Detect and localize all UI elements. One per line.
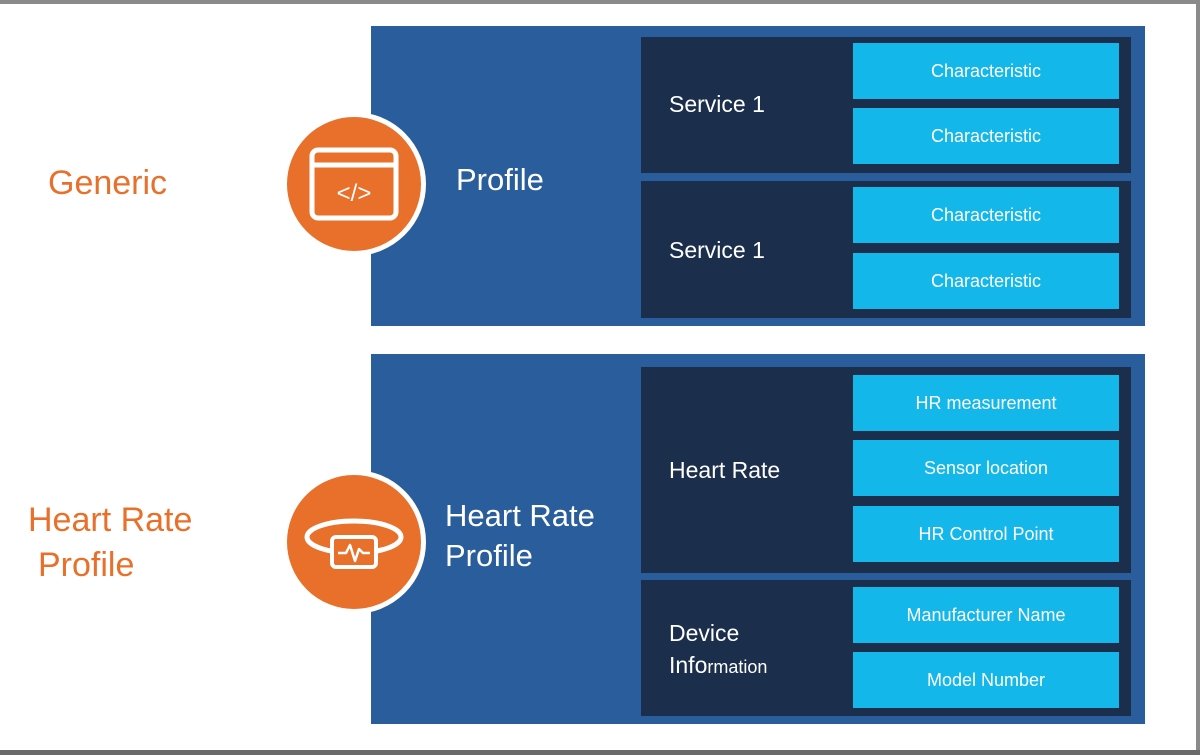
characteristic-box: Manufacturer Name [853, 587, 1119, 643]
characteristic-box: HR Control Point [853, 506, 1119, 562]
service-name-line2-part1: Info [669, 652, 708, 678]
heart-rate-band-icon [304, 518, 404, 569]
code-glyph: </> [337, 180, 372, 207]
characteristic-box: Characteristic [853, 187, 1119, 243]
service-name: Service 1 [669, 91, 765, 117]
generic-profile-badge: </> [282, 112, 426, 256]
service-name: Heart Rate [669, 457, 781, 483]
heart-rate-label-line1: Heart Rate [28, 501, 193, 539]
characteristic-box: Sensor location [853, 440, 1119, 496]
service-name-line2: Information [669, 650, 767, 682]
service-box-1: Service 1 Characteristic Characteristic [641, 37, 1131, 173]
service-name-line2-part2: rmation [707, 657, 768, 677]
characteristic-box: Model Number [853, 652, 1119, 708]
code-window-icon: </> [309, 147, 399, 221]
frame-bottom-border [0, 750, 1200, 755]
service-name-line1: Device [669, 620, 740, 646]
frame-top-border [0, 0, 1200, 4]
generic-profile-panel: Profile Service 1 Characteristic Charact… [371, 26, 1145, 326]
heart-rate-label-line2: Profile [38, 546, 135, 584]
characteristic-box: HR measurement [853, 375, 1119, 431]
characteristic-box: Characteristic [853, 43, 1119, 99]
profile-title: Profile [456, 162, 544, 197]
service-box-2: Service 1 Characteristic Characteristic [641, 181, 1131, 318]
heart-rate-profile-panel: Heart Rate Profile Heart Rate HR measure… [371, 354, 1145, 724]
generic-label: Generic [48, 164, 168, 202]
panel-title-line1: Heart Rate [445, 498, 595, 533]
panel-title-line2: Profile [445, 538, 533, 573]
characteristic-box: Characteristic [853, 108, 1119, 164]
heart-rate-profile-badge [282, 470, 426, 614]
device-information-service-box: Device Information Manufacturer Name Mod… [641, 580, 1131, 716]
heart-rate-service-box: Heart Rate HR measurement Sensor locatio… [641, 367, 1131, 573]
service-name: Service 1 [669, 237, 765, 263]
frame-right-border [1196, 0, 1200, 755]
characteristic-box: Characteristic [853, 253, 1119, 309]
